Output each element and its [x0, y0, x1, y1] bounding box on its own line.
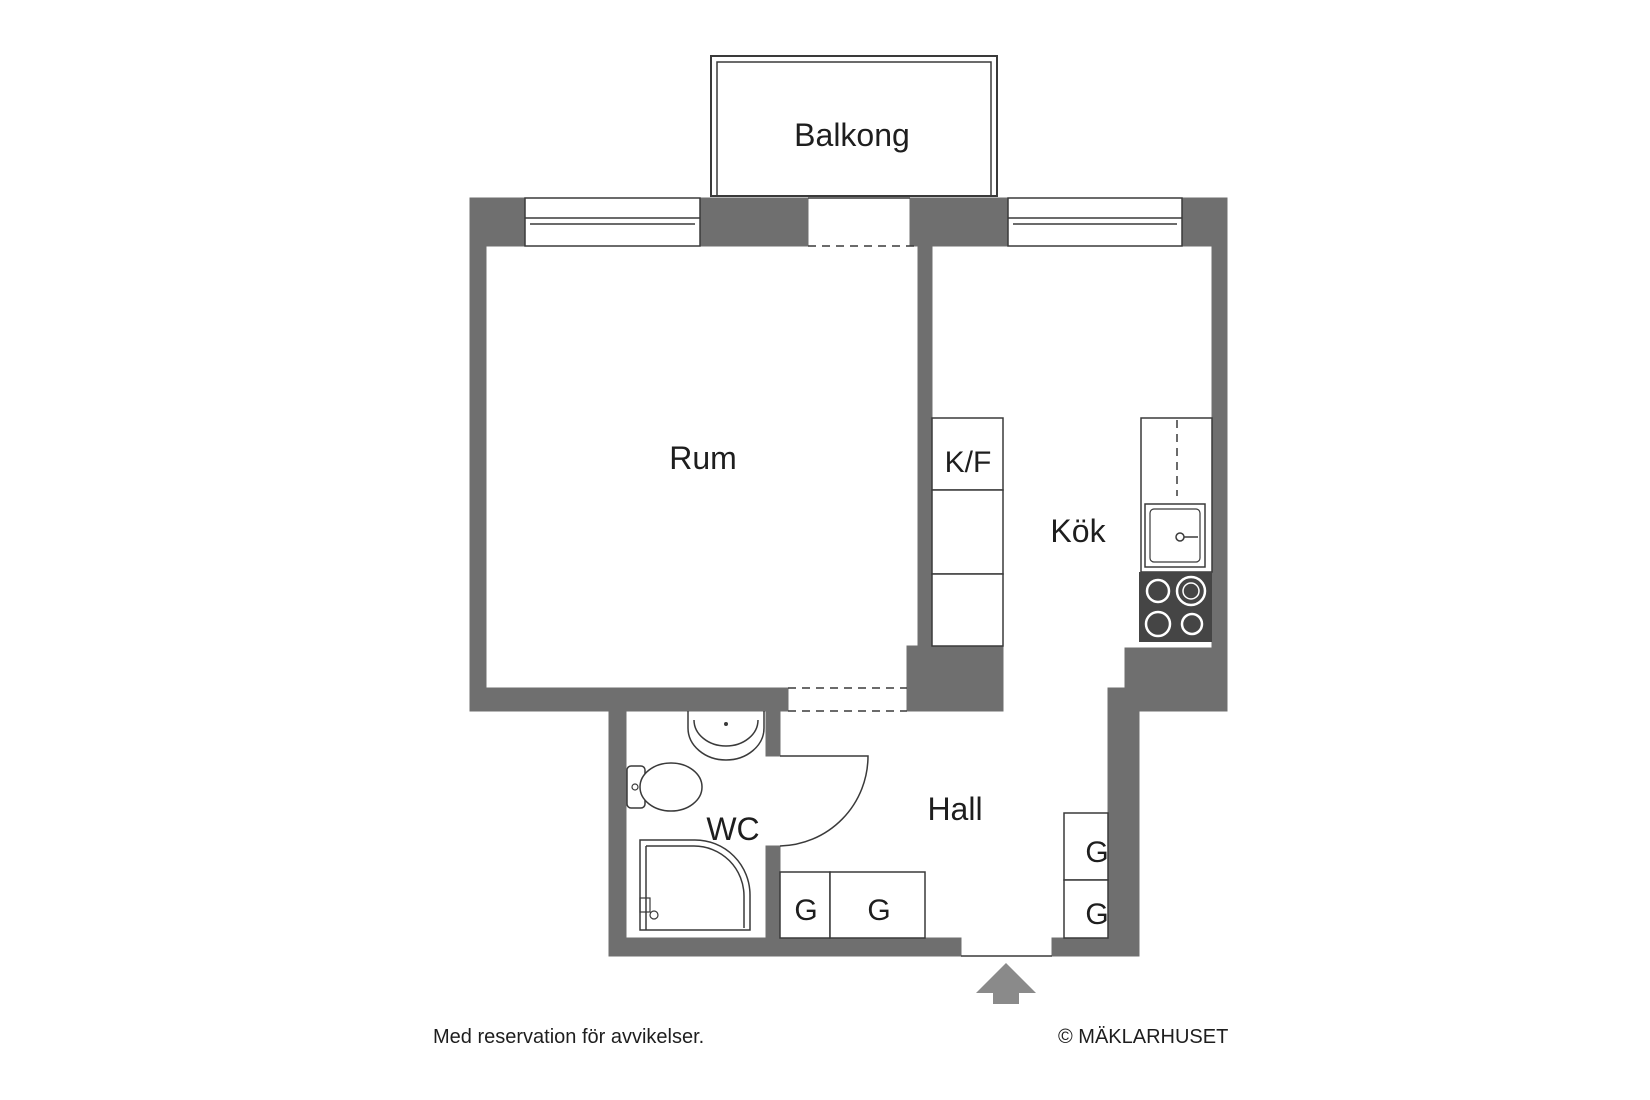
wardrobe-label: G — [867, 894, 890, 927]
kitchen-counter-left — [931, 489, 1004, 647]
wardrobe-label: G — [794, 894, 817, 927]
wardrobes-bottom — [779, 871, 926, 939]
fridge-freezer — [931, 417, 1004, 491]
room-label: Rum — [669, 440, 737, 476]
toilet-icon — [626, 762, 703, 812]
walls — [469, 197, 1228, 957]
window-kok — [1007, 197, 1183, 247]
wardrobe-label: G — [1085, 836, 1108, 869]
wc-label: WC — [706, 811, 759, 847]
copyright-text: © MÄKLARHUSET — [1058, 1026, 1229, 1048]
wardrobe-label: G — [1085, 898, 1108, 931]
wc-door — [779, 755, 869, 847]
kitchen-label: Kök — [1050, 513, 1106, 549]
disclaimer-text: Med reservation för avvikelser. — [433, 1026, 705, 1048]
balcony-label: Balkong — [794, 117, 910, 153]
window-rum — [524, 197, 701, 247]
wardrobes-right — [1063, 812, 1109, 939]
rum-door-opening — [788, 687, 907, 712]
washbasin-icon — [687, 711, 765, 761]
stove-icon — [1139, 572, 1212, 642]
entrance-arrow-icon — [976, 963, 1036, 1004]
balcony-door-opening — [808, 197, 918, 247]
sink-icon — [1144, 503, 1206, 568]
hall-label: Hall — [927, 791, 982, 827]
shower-icon — [639, 839, 751, 931]
fridge-freezer-label: K/F — [945, 446, 992, 479]
balcony — [710, 55, 998, 197]
